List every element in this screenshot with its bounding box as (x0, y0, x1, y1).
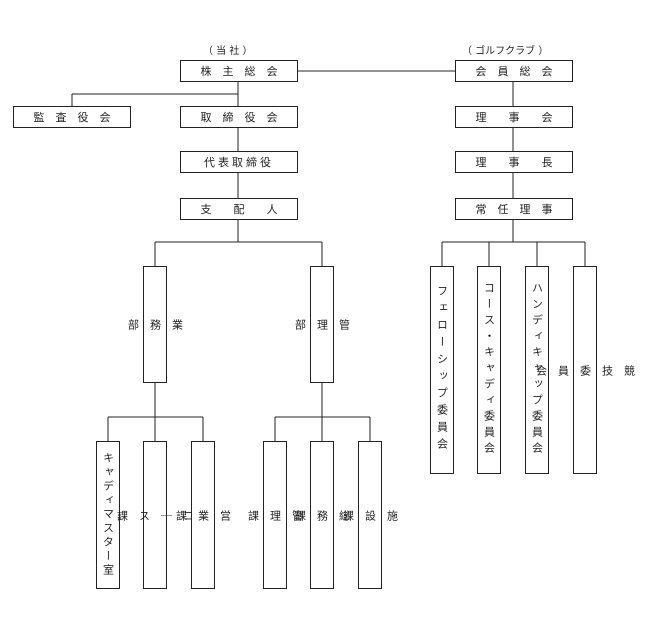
facilities-section-box: 施 設 課 (342, 441, 399, 589)
handicap-committee-box: ハンディキャップ委員会 (525, 266, 549, 474)
representative-director-box: 代表取締役 (180, 151, 298, 173)
audit-board-box: 監 査 役 会 (13, 106, 131, 128)
fellowship-committee-box: フェローシップ委員会 (430, 266, 454, 474)
board-of-directors-box: 取 締 役 会 (180, 106, 298, 128)
sales-section-box: 営 業 課 (175, 441, 232, 589)
business-dept-box: 業 務 部 (127, 266, 184, 383)
members-meeting-box: 会 員 総 会 (455, 60, 573, 82)
board-of-trustees-box: 理 事 会 (455, 106, 573, 128)
admin-dept-box: 管 理 部 (294, 266, 351, 383)
company-label: （ 当 社 ） (203, 46, 253, 57)
course-section-box: コ ｜ ス 課 (116, 441, 195, 589)
golf-club-label: （ ゴルフクラブ ） (462, 46, 549, 57)
competition-committee-box: 競 技 委 員 会 (535, 266, 636, 474)
general-manager-box: 支 配 人 (180, 198, 298, 220)
general-affairs-section-box: 総 務 課 (294, 441, 351, 589)
course-caddie-committee-box: コース・キャディ委員会 (477, 266, 501, 474)
management-section-box: 管 理 課 (247, 441, 304, 589)
chairman-box: 理 事 長 (455, 151, 573, 173)
caddie-master-office-box: キャディマスター室 (96, 441, 120, 589)
shareholders-meeting-box: 株 主 総 会 (180, 60, 298, 82)
standing-directors-box: 常 任 理 事 (455, 198, 573, 220)
